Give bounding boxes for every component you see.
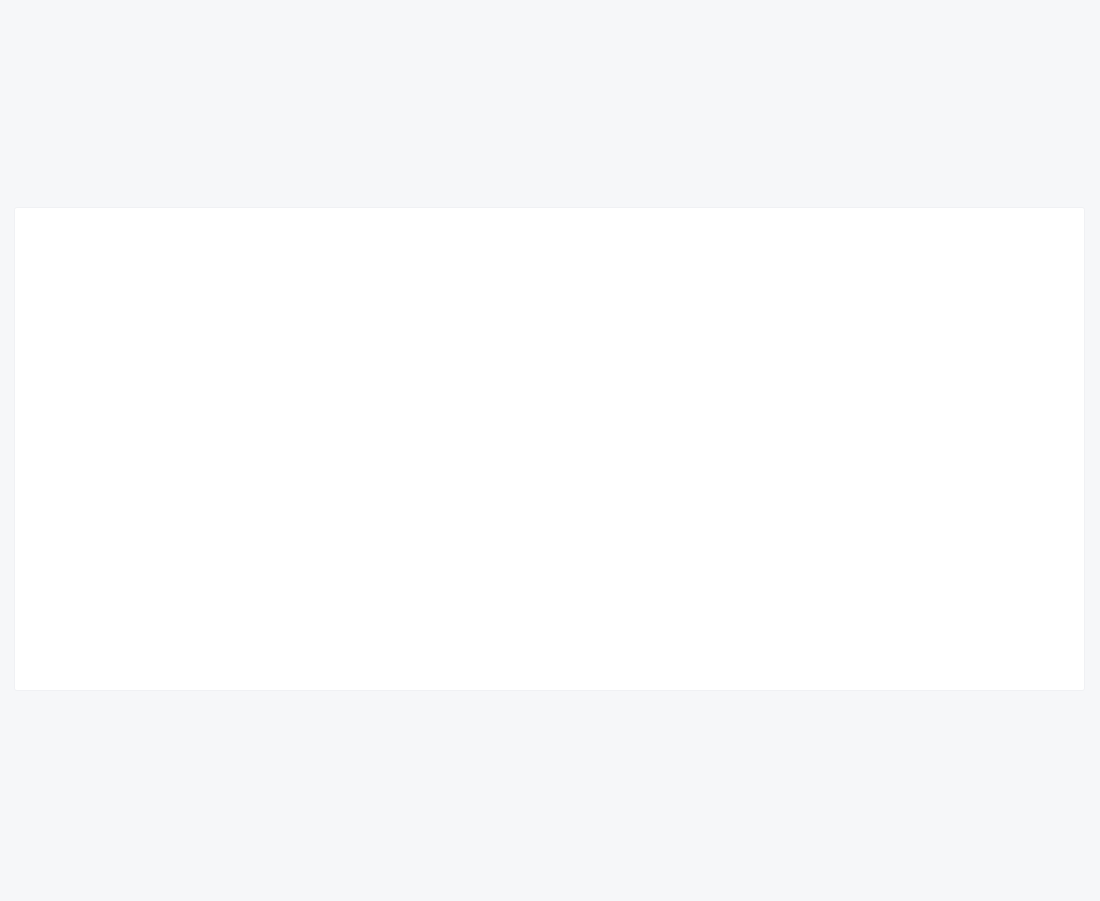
blank-content-panel: [15, 208, 1084, 690]
